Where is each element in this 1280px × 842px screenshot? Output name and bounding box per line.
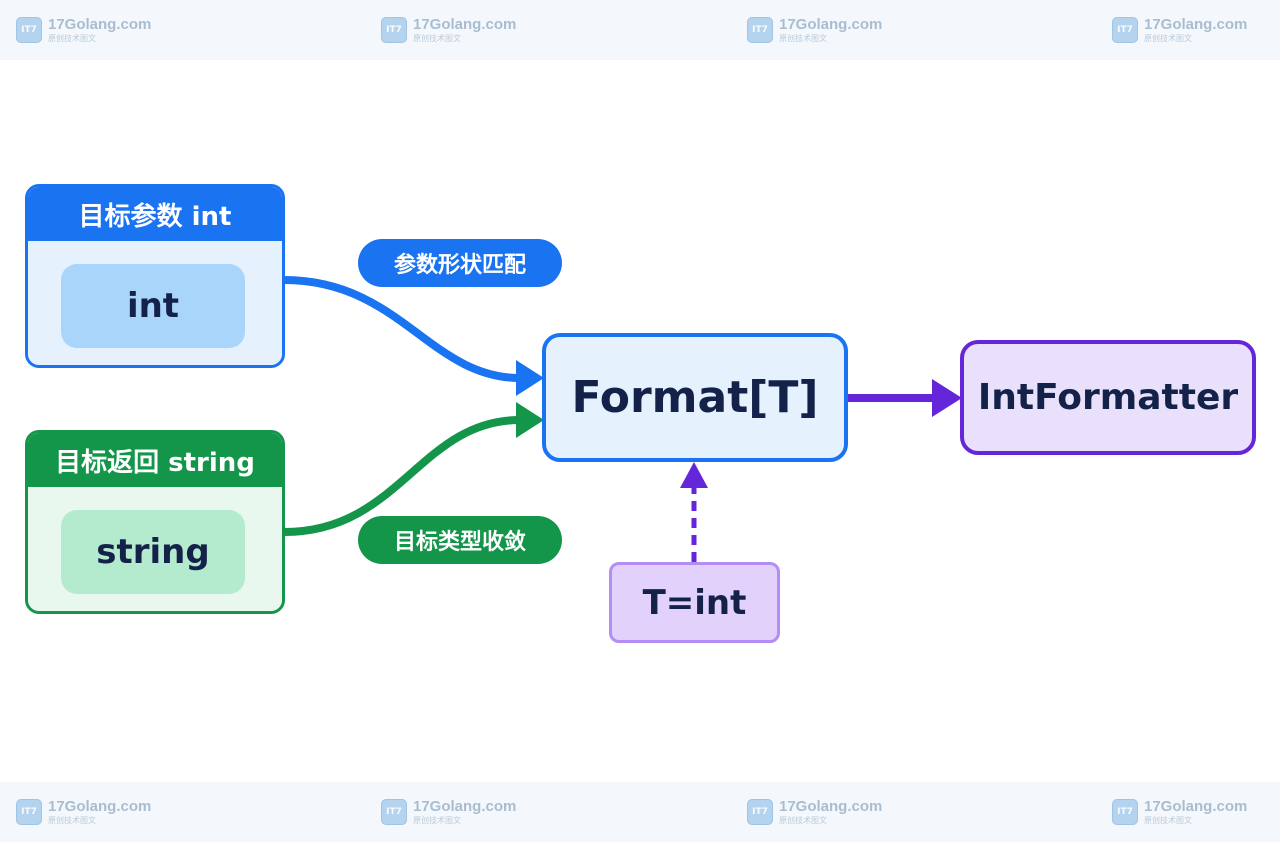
watermark-site: 17Golang.com: [779, 798, 883, 815]
type-binding-node: T=int: [609, 562, 780, 643]
watermark-site: 17Golang.com: [1144, 798, 1248, 815]
watermark-logo-icon: IT7: [747, 799, 773, 825]
watermark-subtitle: 原创技术图文: [1144, 816, 1192, 825]
result-arrowhead: [932, 379, 962, 417]
return-card: 目标返回 string string: [25, 430, 285, 614]
param-card: 目标参数 int int: [25, 184, 285, 368]
watermark-site: 17Golang.com: [413, 798, 517, 815]
return-card-header: 目标返回 string: [28, 433, 282, 487]
return-type-chip: string: [61, 510, 245, 594]
watermark-logo-icon: IT7: [1112, 17, 1138, 43]
param-connector: [283, 276, 521, 382]
result-node: IntFormatter: [960, 340, 1256, 455]
watermark-subtitle: 原创技术图文: [413, 34, 461, 43]
return-edge-label: 目标类型收敛: [358, 516, 562, 564]
watermark-logo-icon: IT7: [16, 17, 42, 43]
watermark-site: 17Golang.com: [48, 798, 152, 815]
param-card-header: 目标参数 int: [28, 187, 282, 241]
watermark-site: 17Golang.com: [48, 16, 152, 33]
watermark-subtitle: 原创技术图文: [1144, 34, 1192, 43]
binding-arrowhead: [680, 462, 708, 488]
watermark-site: 17Golang.com: [779, 16, 883, 33]
param-arrowhead: [516, 360, 544, 396]
return-card-body: string: [28, 487, 282, 611]
return-connector: [283, 416, 521, 536]
generic-function-node: Format[T]: [542, 333, 848, 462]
watermark-site: 17Golang.com: [1144, 16, 1248, 33]
watermark-logo-icon: IT7: [1112, 799, 1138, 825]
watermark-logo-icon: IT7: [16, 799, 42, 825]
watermark-subtitle: 原创技术图文: [779, 34, 827, 43]
param-type-chip: int: [61, 264, 245, 348]
watermark-subtitle: 原创技术图文: [413, 816, 461, 825]
return-arrowhead: [516, 402, 544, 438]
watermark-logo-icon: IT7: [381, 799, 407, 825]
watermark-logo-icon: IT7: [747, 17, 773, 43]
param-edge-label: 参数形状匹配: [358, 239, 562, 287]
param-card-body: int: [28, 241, 282, 365]
watermark-subtitle: 原创技术图文: [48, 816, 96, 825]
watermark-logo-icon: IT7: [381, 17, 407, 43]
watermark-subtitle: 原创技术图文: [48, 34, 96, 43]
watermark-site: 17Golang.com: [413, 16, 517, 33]
watermark-subtitle: 原创技术图文: [779, 816, 827, 825]
